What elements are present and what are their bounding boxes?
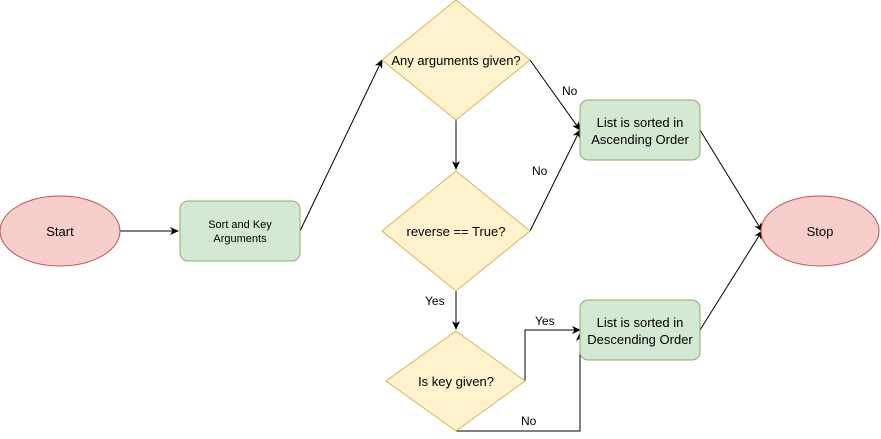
edge-labels: No No Yes Yes No bbox=[425, 84, 578, 428]
edge-label-reverse-yes: Yes bbox=[425, 294, 445, 308]
edge-label-key-no: No bbox=[521, 414, 537, 428]
ascending-process-shape bbox=[579, 99, 701, 161]
node-key-given: Is key given? bbox=[385, 330, 526, 432]
edge-label-key-yes: Yes bbox=[535, 314, 555, 328]
stop-label: Stop bbox=[807, 224, 834, 239]
edge-descending-to-stop bbox=[699, 230, 763, 331]
node-reverse-true: reverse == True? bbox=[381, 170, 531, 292]
edge-key-given-yes-to-descending bbox=[524, 326, 581, 381]
edge-reverse-to-ascending bbox=[529, 129, 581, 232]
reverse-true-label: reverse == True? bbox=[407, 224, 506, 239]
node-descending: List is sorted in Descending Order bbox=[579, 299, 701, 361]
sort-key-args-label-line-1: Sort and Key bbox=[208, 219, 272, 231]
start-label: Start bbox=[46, 224, 74, 239]
edge-sort-args-to-any-args bbox=[299, 59, 383, 232]
stop-terminal-shape bbox=[760, 195, 880, 267]
ascending-label-line-2: Ascending Order bbox=[591, 132, 689, 147]
edges bbox=[120, 59, 763, 432]
sort-key-args-label-line-2: Arguments bbox=[213, 233, 267, 245]
sort-key-args-process-shape bbox=[179, 200, 301, 262]
node-sort-key-args: Sort and Key Arguments bbox=[179, 200, 301, 262]
node-any-args: Any arguments given? bbox=[381, 0, 531, 121]
descending-process-shape bbox=[579, 299, 701, 361]
any-args-decision-shape bbox=[381, 0, 531, 121]
start-terminal-shape bbox=[0, 195, 121, 267]
key-given-decision-shape bbox=[385, 330, 526, 432]
edge-label-reverse-no: No bbox=[532, 164, 548, 178]
node-start: Start bbox=[0, 195, 121, 267]
any-args-label: Any arguments given? bbox=[391, 53, 520, 68]
node-stop: Stop bbox=[760, 195, 880, 267]
edge-key-given-no-to-descending bbox=[456, 332, 584, 432]
descending-label-line-1: List is sorted in bbox=[597, 315, 684, 330]
reverse-true-decision-shape bbox=[381, 170, 531, 292]
ascending-label-line-1: List is sorted in bbox=[597, 115, 684, 130]
edge-ascending-to-stop bbox=[699, 129, 763, 232]
edge-label-any-args-no: No bbox=[562, 84, 578, 98]
descending-label-line-2: Descending Order bbox=[587, 332, 693, 347]
node-ascending: List is sorted in Ascending Order bbox=[579, 99, 701, 161]
key-given-label: Is key given? bbox=[418, 374, 494, 389]
edge-any-args-to-ascending bbox=[529, 59, 581, 131]
